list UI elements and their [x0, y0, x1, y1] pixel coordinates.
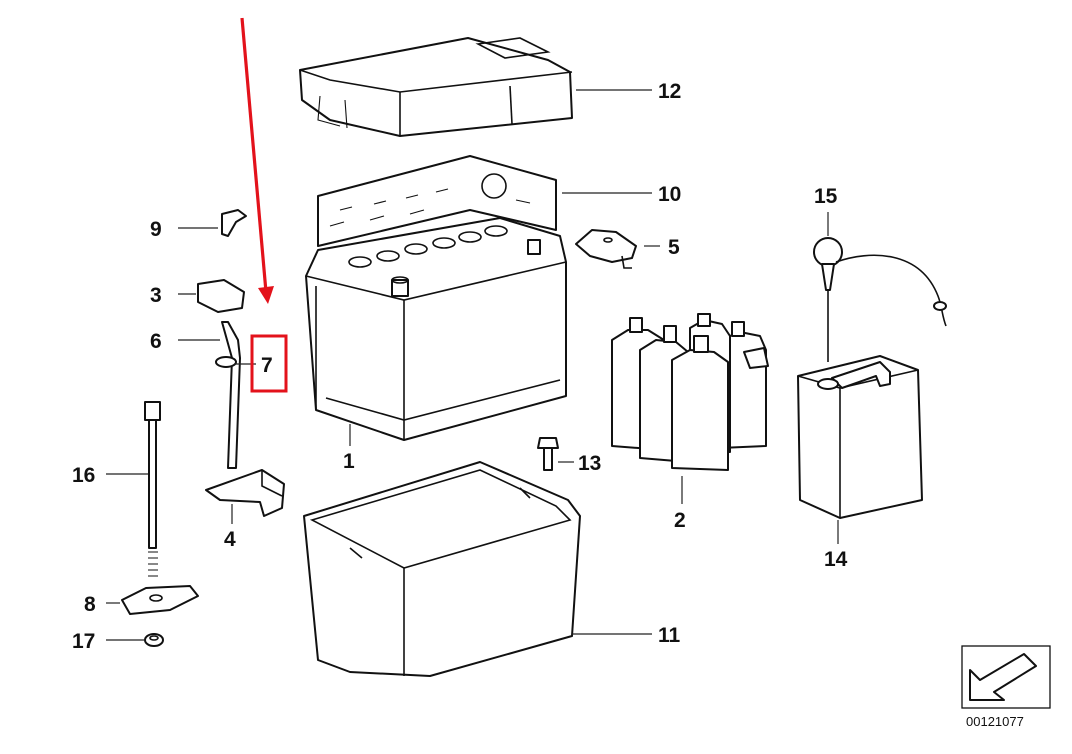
part-electrolyte-bottles	[611, 313, 769, 471]
callout-8: 8	[84, 593, 96, 616]
part-hold-down-frame	[317, 155, 557, 247]
highlight-box	[250, 334, 288, 393]
callout-7: 7	[261, 354, 273, 377]
part-nut	[144, 633, 164, 647]
part-clamp-plate	[121, 585, 199, 615]
callout-14: 14	[824, 548, 848, 571]
direction-arrow-icon	[969, 653, 1037, 701]
highlight-arrow-shaft	[240, 17, 268, 293]
document-reference: 00121077	[961, 645, 1051, 729]
callout-17: 17	[72, 630, 95, 653]
callout-13: 13	[578, 452, 601, 475]
callout-4: 4	[224, 528, 236, 551]
part-battery-tray	[303, 461, 581, 677]
callout-15: 15	[814, 185, 838, 208]
callout-5: 5	[668, 236, 680, 259]
leader-lines	[106, 89, 839, 641]
callout-16: 16	[72, 464, 95, 487]
part-holder-bracket	[205, 469, 285, 517]
callout-labels: 12 10 5 9 3 6 7 4 16 8 17 1 13 11 2 14 1…	[72, 80, 848, 653]
callout-1: 1	[343, 450, 355, 473]
part-battery	[305, 217, 567, 441]
part-vent-hose	[215, 321, 241, 469]
callout-3: 3	[150, 284, 162, 307]
part-long-bolt	[144, 401, 161, 577]
callout-9: 9	[150, 218, 162, 241]
part-hydrometer	[813, 237, 947, 362]
callout-2: 2	[674, 509, 686, 532]
part-water-canister	[797, 355, 923, 519]
part-screw	[537, 437, 559, 471]
highlight-annotation	[240, 17, 288, 393]
part-connector	[197, 279, 245, 313]
callout-11: 11	[658, 624, 681, 647]
highlight-arrowhead	[258, 286, 274, 304]
callout-6: 6	[150, 330, 162, 353]
part-vent-elbow	[221, 209, 247, 237]
part-terminal-clip	[575, 229, 637, 269]
part-battery-cover	[299, 37, 573, 137]
callout-10: 10	[658, 183, 681, 206]
callout-12: 12	[658, 80, 681, 103]
document-number: 00121077	[966, 714, 1024, 729]
